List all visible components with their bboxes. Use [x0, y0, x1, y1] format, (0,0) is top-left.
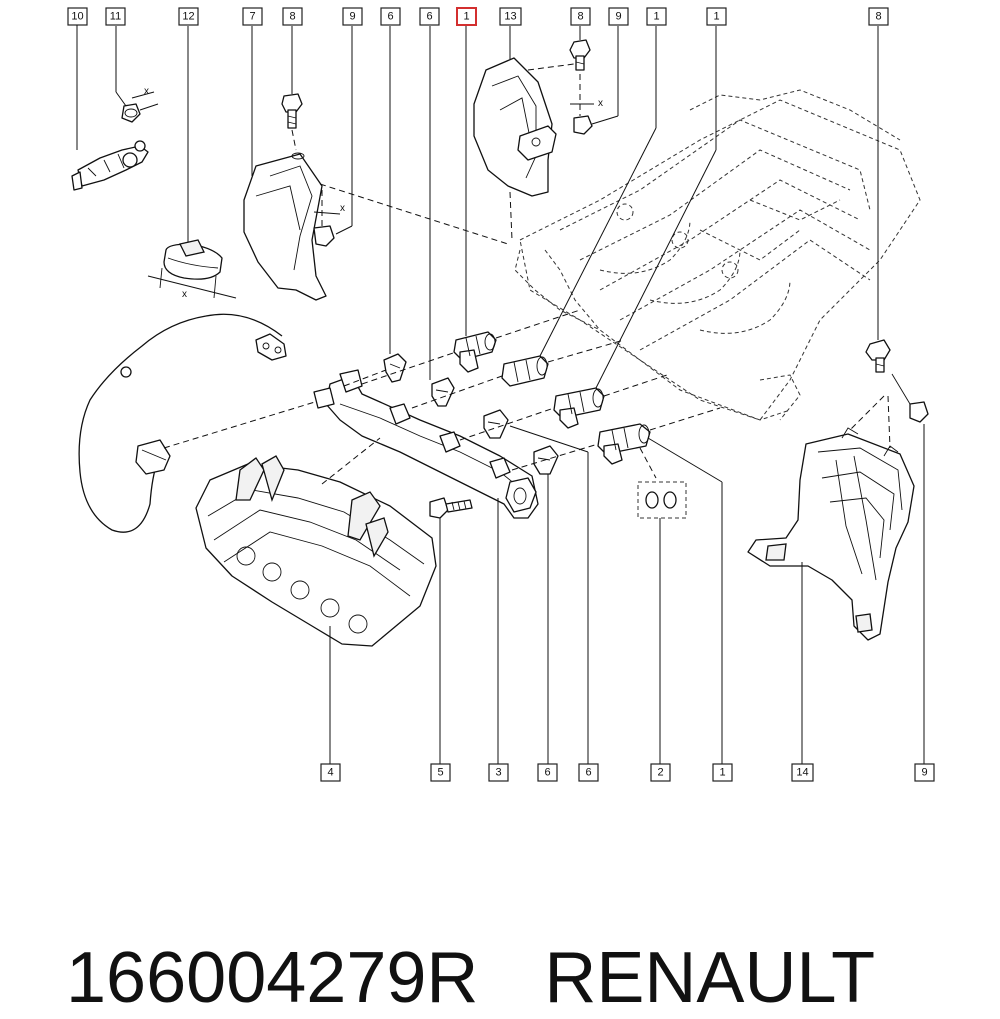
x-mark-regulator: x	[144, 86, 149, 97]
brand-name: RENAULT	[544, 938, 876, 1018]
callout-1b: 1	[646, 7, 667, 26]
callout-1c: 1	[706, 7, 727, 26]
injector-3	[459, 26, 717, 441]
fuel-rail-cover-upper	[243, 26, 327, 301]
callout-6c: 6	[537, 763, 558, 782]
callout-3: 3	[488, 763, 509, 782]
nut-upper-middle	[570, 26, 619, 135]
clip-3	[483, 409, 589, 764]
callout-1d: 1	[712, 763, 733, 782]
callout-13: 13	[499, 7, 522, 26]
callout-5: 5	[430, 763, 451, 782]
callout-10: 10	[67, 7, 88, 26]
svg-text:9: 9	[349, 11, 355, 23]
part-number: 166004279R	[66, 938, 479, 1018]
svg-text:10: 10	[71, 11, 83, 23]
callout-12: 12	[178, 7, 199, 26]
callout-8c: 8	[868, 7, 889, 26]
hose-assembly-line	[163, 397, 329, 449]
hose-clamp	[147, 26, 237, 299]
callout-8b: 8	[570, 7, 591, 26]
injector-4	[511, 407, 723, 764]
fuel-rail-cover-right	[473, 26, 575, 241]
callout-6a: 6	[380, 7, 401, 26]
svg-text:4: 4	[327, 767, 333, 779]
svg-text:1: 1	[719, 767, 725, 779]
callout-14: 14	[791, 763, 814, 782]
nut-right	[891, 373, 929, 764]
svg-text:11: 11	[110, 11, 121, 23]
rail-mounting-bolt	[429, 497, 473, 764]
svg-text:6: 6	[544, 767, 550, 779]
svg-text:2: 2	[657, 767, 663, 779]
svg-text:14: 14	[796, 767, 808, 779]
callout-9c: 9	[914, 763, 935, 782]
svg-text:12: 12	[182, 11, 194, 23]
svg-text:6: 6	[387, 11, 393, 23]
callout-6b: 6	[419, 7, 440, 26]
callout-11: 11	[105, 7, 126, 26]
x-mark-clamp: x	[182, 289, 187, 300]
svg-text:9: 9	[615, 11, 621, 23]
svg-text:8: 8	[875, 11, 881, 23]
svg-text:6: 6	[426, 11, 432, 23]
svg-text:8: 8	[577, 11, 583, 23]
bolt-upper-middle	[569, 26, 591, 116]
clip-2	[429, 26, 455, 407]
exploded-parts-diagram: x x x	[67, 7, 935, 782]
callout-2: 2	[650, 763, 671, 782]
callout-7: 7	[242, 7, 263, 26]
bolt-right	[849, 26, 891, 449]
clip-4	[533, 445, 559, 764]
callout-6d: 6	[578, 763, 599, 782]
fuel-rail	[313, 369, 539, 764]
svg-text:1: 1	[653, 11, 659, 23]
svg-text:1: 1	[713, 11, 719, 23]
clip-1	[343, 26, 407, 387]
svg-text:8: 8	[289, 11, 295, 23]
injector-1	[361, 26, 581, 385]
fuel-return-hose	[78, 313, 287, 533]
x-mark-nut-mid: x	[598, 98, 603, 109]
bolt-upper-left	[281, 26, 303, 151]
callout-9b: 9	[608, 7, 629, 26]
fuel-rail-cover-lower	[195, 437, 437, 764]
svg-text:13: 13	[504, 11, 516, 23]
callout-8a: 8	[282, 7, 303, 26]
intake-manifold-ghost	[514, 89, 921, 421]
injector-2	[411, 26, 657, 409]
svg-text:5: 5	[437, 767, 443, 779]
svg-text:3: 3	[495, 767, 501, 779]
callout-9a: 9	[342, 7, 363, 26]
o-ring-seals	[637, 447, 687, 764]
callout-1-highlighted[interactable]: 1	[456, 7, 477, 26]
svg-text:7: 7	[249, 11, 255, 23]
fuel-pressure-regulator	[71, 26, 159, 191]
nut-upper-left	[313, 26, 509, 247]
svg-text:9: 9	[921, 767, 927, 779]
svg-text:6: 6	[585, 767, 591, 779]
svg-text:1: 1	[463, 11, 469, 23]
callout-4: 4	[320, 763, 341, 782]
x-mark-nut: x	[340, 203, 345, 214]
heat-shield-right	[747, 427, 915, 764]
part-caption: 166004279R RENAULT	[26, 855, 875, 1019]
